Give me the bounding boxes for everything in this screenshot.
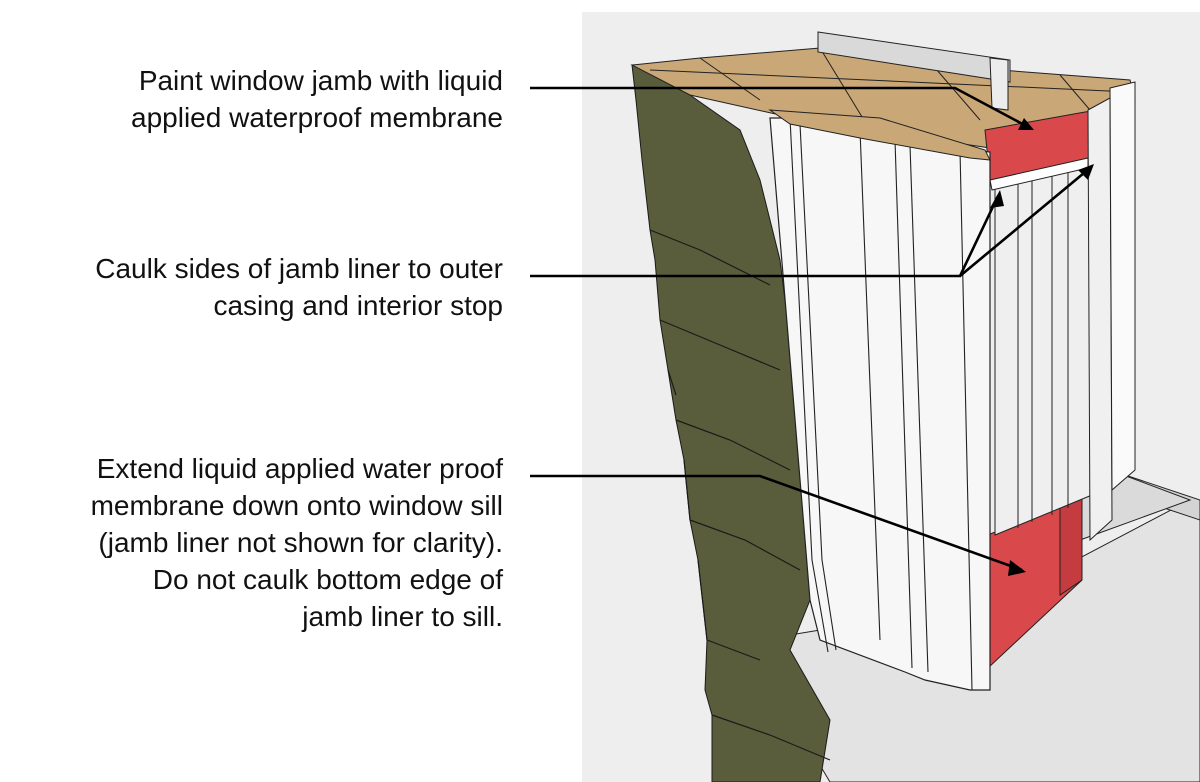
siding-courses [649,229,831,761]
callout-line: Do not caulk bottom edge of [152,564,503,595]
interior-stop [1087,97,1113,542]
arrow-head-3 [1078,164,1094,180]
callout-line: Caulk sides of jamb liner to outer [95,253,503,284]
arrow-head-1 [1018,118,1034,130]
callout-caulk-liner: Caulk sides of jamb liner to outer casin… [95,250,503,324]
callout-line: membrane down onto window sill [90,490,503,521]
callout-membrane-jamb: Paint window jamb with liquid applied wa… [131,62,503,136]
arrow-head-4 [1008,560,1026,576]
lap-siding [631,64,831,782]
head-post [989,57,1009,111]
head-trim [817,31,1011,83]
callout-membrane-sill: Extend liquid applied water proof membra… [91,450,503,635]
callout-line: Extend liquid applied water proof [96,453,503,484]
jamb-liner-grooves [1017,172,1069,528]
leader-lines [530,86,1091,572]
casing-board-lines [789,117,973,691]
arrow-head-2 [990,190,1004,208]
callout-line: (jamb liner not shown for clarity). [98,527,503,558]
callout-line: Paint window jamb with liquid [138,65,503,96]
callout-line: applied waterproof membrane [131,102,503,133]
casing-top-cap [768,109,991,161]
callout-line: jamb liner to sill. [302,601,503,632]
jamb-liner [994,164,1093,536]
interior-casing [1109,81,1136,492]
arrowheads [990,118,1094,576]
callout-line: casing and interior stop [213,290,503,321]
